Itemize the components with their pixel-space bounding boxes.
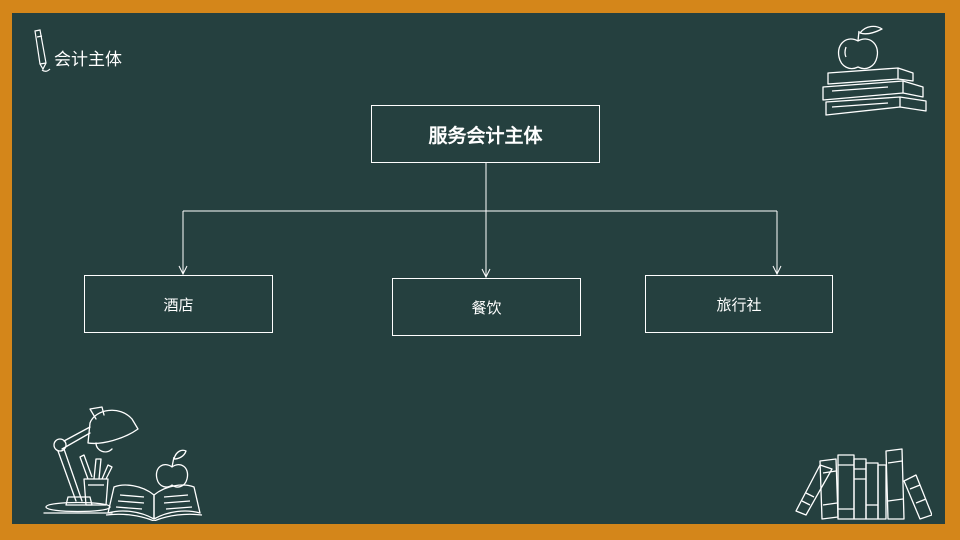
child-node-catering: 餐饮 [392,278,581,336]
pencil-cup-icon [79,454,113,506]
child-node-hotel: 酒店 [84,275,273,333]
bookshelf-icon [795,448,932,520]
apple-icon [155,449,189,488]
root-node: 服务会计主体 [371,105,600,163]
open-book-icon [105,484,203,521]
arrowhead-middle [481,268,491,279]
child-node-travel-agency: 旅行社 [645,275,833,333]
chalkboard: 会计主体 [12,13,945,524]
arrowhead-right [772,265,782,276]
desk-lamp-icon [43,406,139,514]
slide-heading: 会计主体 [54,50,122,70]
pencil-icon [34,29,51,72]
diagram-connectors [178,163,782,279]
apple-books-icon [822,25,927,116]
arrowhead-left [178,265,188,276]
